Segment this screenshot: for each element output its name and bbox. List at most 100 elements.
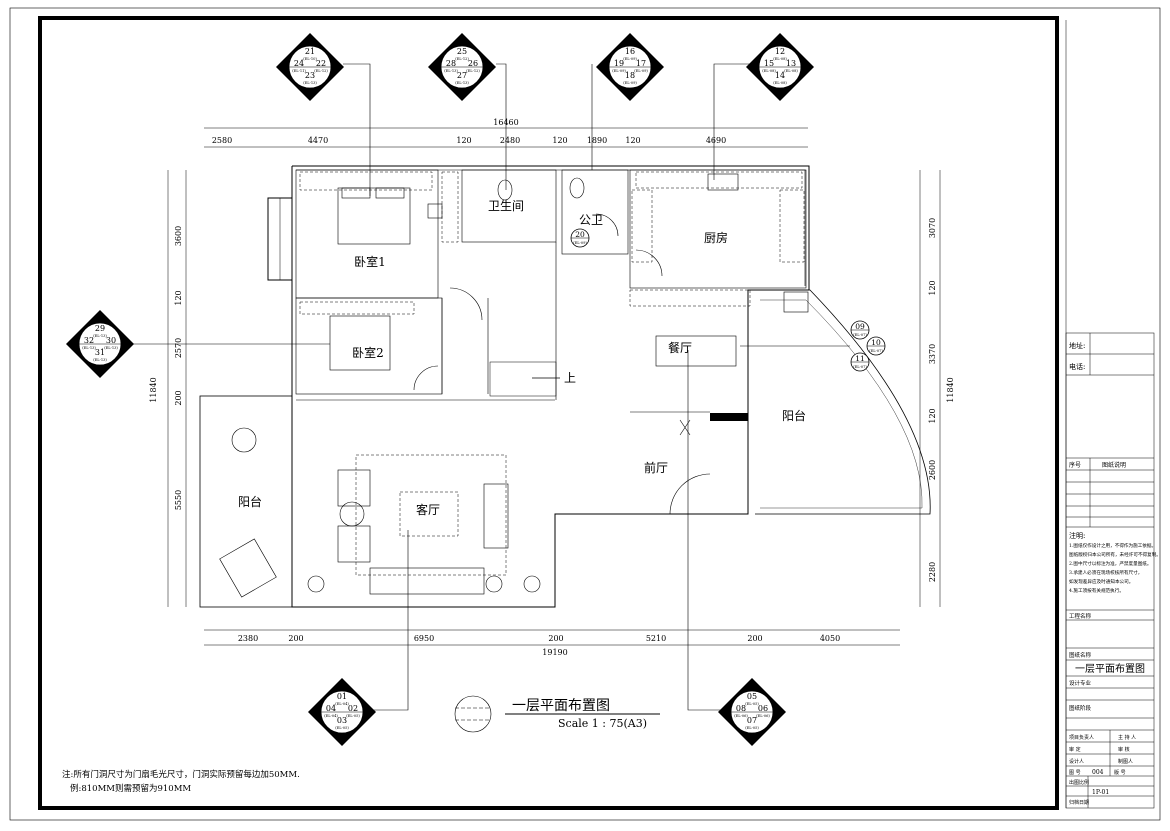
marker-number: 15 [764,59,774,68]
tb-note-line: 2.图中尺寸以标注为准，严禁度量图纸。 [1069,560,1151,567]
marker-ref: (EL-13) [455,81,469,85]
dim-top-segment: 120 [456,136,471,145]
room-label-public-wc: 公卫 [579,213,603,227]
tb-version-label: 版 号 [1114,769,1126,776]
dining-table-icon [655,335,737,367]
marker-number: 16 [625,47,635,56]
circle-marker-c-09: 09 (EL-07) [850,320,870,340]
tb-scale-value: 1P-01 [1092,789,1109,796]
tb-row-3b: 制图人 [1118,758,1133,765]
tb-row-2b: 审 核 [1118,746,1130,753]
marker-ref: (EL-07) [853,365,867,369]
tb-row-1b: 主 持 人 [1118,734,1136,741]
toilet-icon [497,179,513,201]
tb-note-line: 4.施工须按有关规范执行。 [1069,587,1124,594]
elevation-marker-m-top-4: 12(EL-08)15(EL-08)13(EL-08)14(EL-08) [746,33,814,101]
dim-top-segment: 2580 [212,136,232,145]
elevation-marker-m-bottom-1: 01(EL-04)04(EL-04)02(EL-05)03(EL-05) [308,678,376,746]
dim-bottom-segment: 200 [548,634,563,643]
marker-ref: (EL-09) [634,69,648,73]
marker-number: 01 [337,692,347,701]
stove-icon [707,173,739,191]
marker-number: 09 [855,322,865,331]
dim-top-segment: 4470 [308,136,328,145]
marker-ref: (EL-09) [573,241,587,245]
furniture [219,173,809,598]
tb-scale-label: 出图比例 [1069,779,1089,786]
outer-frame [9,7,1161,821]
tb-note-line: 图纸版权归本公司所有，未经许可不得复制。 [1069,551,1161,558]
marker-ref: (EL-05) [346,714,360,718]
sofa-icon [369,567,485,595]
marker-number: 32 [84,336,94,345]
marker-number: 24 [294,59,304,68]
marker-ref: (EL-06) [756,714,770,718]
circle-marker-c-11: 11(EL-07) [850,352,870,372]
dim-bottom-segment: 5210 [646,634,666,643]
marker-ref: (EL-08) [784,69,798,73]
room-label-foyer: 前厅 [644,460,668,475]
marker-ref: (EL-09) [623,81,637,85]
elevation-marker-m-top-3: 16(EL-09)19(EL-09)17(EL-09)18(EL-09) [596,33,664,101]
tb-row-3a: 设计人 [1069,758,1084,765]
dim-bottom-segment: 4050 [820,634,840,643]
tb-row-1a: 项目负责人 [1069,734,1094,741]
tb-note-line: 3.承建人必须在现场校核所有尺寸， [1069,569,1142,576]
marker-number: 05 [747,692,757,701]
bed-2-icon [329,315,391,371]
marker-ref: (EL-08) [773,57,787,61]
tb-drawing-stage: 图纸阶段 [1069,704,1092,712]
marker-ref: (EL-12) [314,69,328,73]
dim-top-segment: 120 [552,136,567,145]
marker-number: 18 [625,71,635,80]
drawing-scale: Scale 1 : 75(A3) [558,717,647,730]
marker-number: 17 [636,59,646,68]
tb-seq: 序号 [1069,461,1081,469]
marker-ref: (EL-13) [82,346,96,350]
circle-marker-c-20: 20(EL-09) [570,228,590,248]
dim-right-total: 11840 [946,377,955,402]
tb-note-line: 如发现差异应及时通知本公司。 [1069,578,1133,585]
marker-number: 06 [758,704,768,713]
dim-right-segment: 3070 [928,218,937,238]
elevation-markers: 21(EL-10)24(EL-11)22(EL-12)23(EL-13)25(E… [66,33,814,746]
elevation-marker-m-left: 29(EL-13)32(EL-13)30(EL-13)31(EL-13) [66,310,134,378]
tb-date-label: 归档日期 [1069,799,1089,806]
marker-ref: (EL-11) [292,69,306,73]
marker-ref: (EL-07) [853,333,867,337]
balcony-table-icon [231,427,257,453]
marker-ref: (EL-04) [324,714,338,718]
marker-number: 30 [106,336,116,345]
marker-number: 08 [736,704,746,713]
room-label-dining: 餐厅 [668,340,692,355]
tb-desc: 图纸说明 [1102,461,1126,469]
marker-ref: (EL-05) [745,726,759,730]
marker-number: 13 [786,59,796,68]
tb-notes-label: 注明: [1069,531,1085,540]
room-label-bedroom1: 卧室1 [354,254,386,269]
marker-ref: (EL-13) [93,358,107,362]
dim-top-segment: 2480 [500,136,520,145]
walls [199,165,931,608]
marker-ref: (EL-05) [335,726,349,730]
marker-ref: (EL-08) [773,81,787,85]
dim-left-segment: 120 [174,290,183,305]
title-block-text: 地址: 电话: 序号 图纸说明 注明: 1.图纸仅作设计之用，不得作为施工依据。… [1069,341,1161,806]
stair-up-label: 上 [564,371,576,385]
marker-ref: (EL-04) [335,702,349,706]
marker-ref: (EL-05) [745,702,759,706]
circle-marker-c-10: 10(EL-07) [866,336,886,356]
marker-ref: (EL-13) [444,69,458,73]
cabinetry-dashed [299,171,805,576]
plant-icon [307,575,325,593]
marker-number: 07 [747,716,757,725]
drawing-title-block: 一层平面布置图 Scale 1 : 75(A3) [454,695,660,733]
marker-ref: (EL-06) [734,714,748,718]
dim-bottom-total: 19190 [542,648,567,657]
room-label-kitchen: 厨房 [704,230,728,245]
plant-icon [523,575,541,593]
